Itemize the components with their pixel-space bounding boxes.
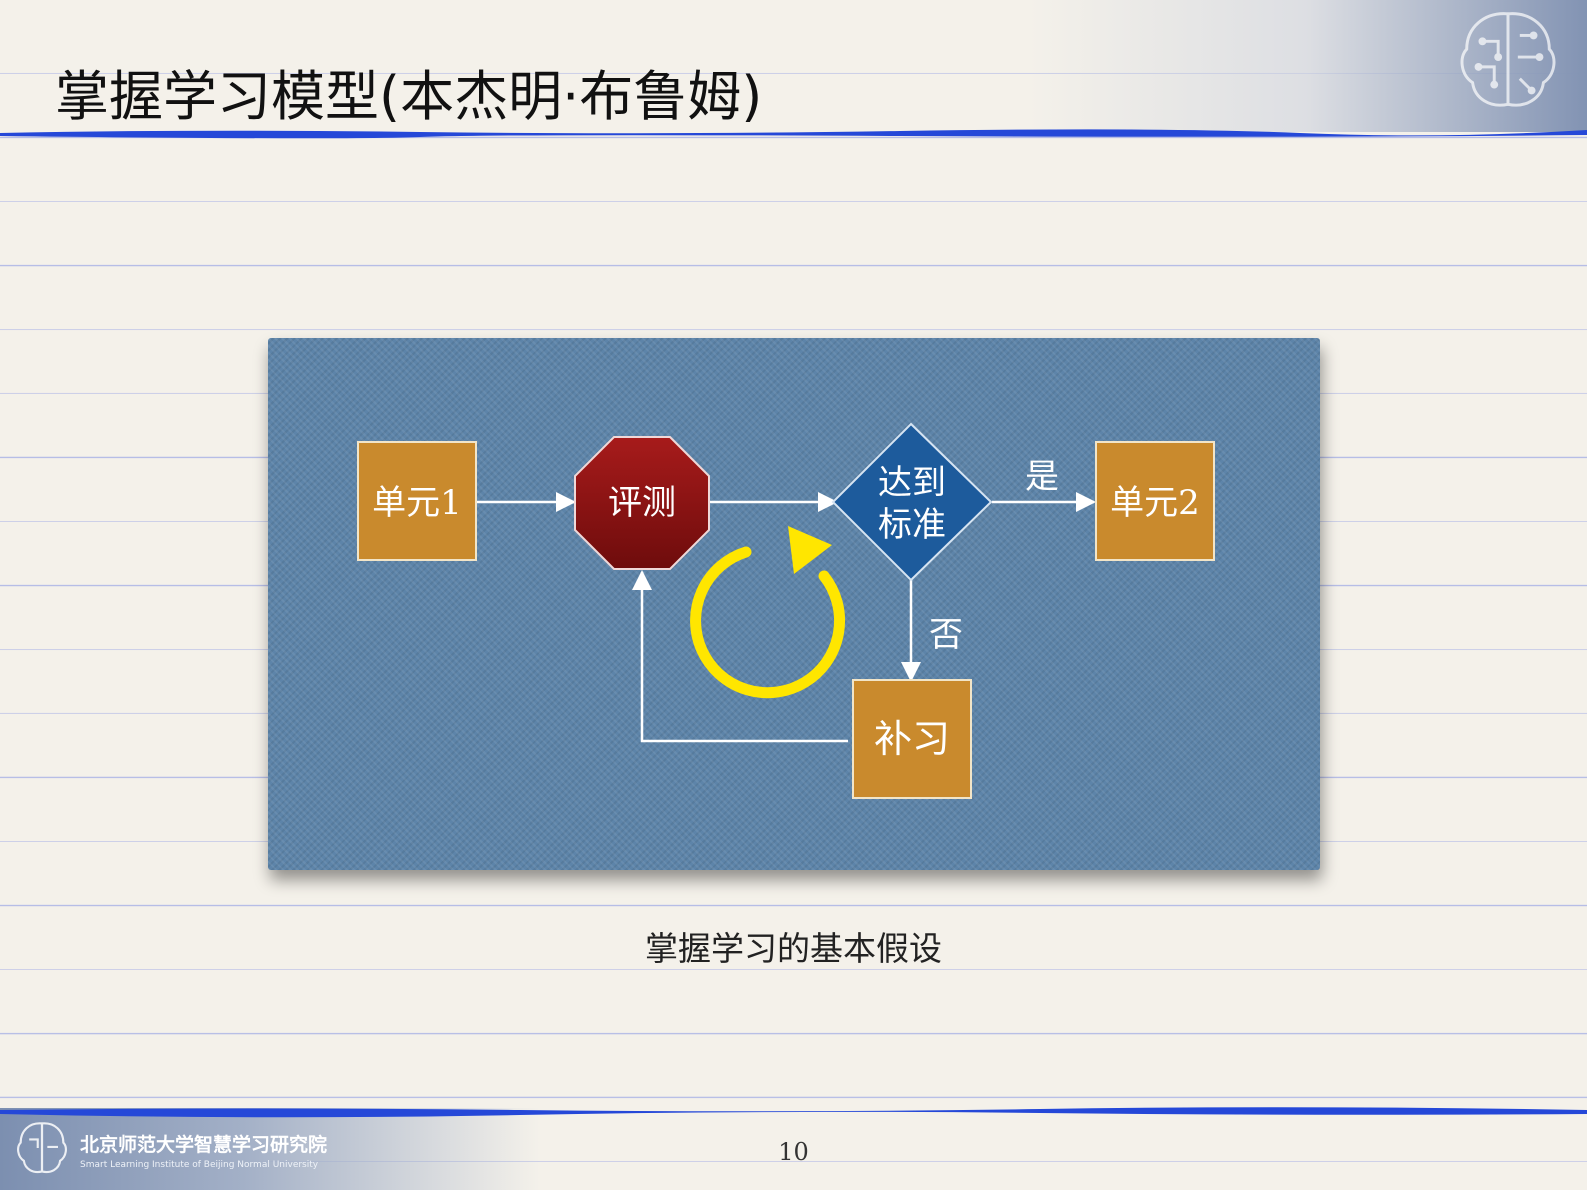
footer-brain-icon [17,1122,67,1174]
diagram-caption: 掌握学习的基本假设 [645,929,942,968]
edge-remedial-to-assess [632,570,848,743]
page-number: 10 [778,1138,809,1166]
node-standard-label-2: 标准 [878,505,946,545]
node-unit2: 单元2 [1095,441,1215,561]
mastery-learning-flowchart: 是 否 单元1 评测 达到 标准 单元2 补习 [357,422,1215,799]
cycle-arrow-icon [690,526,846,699]
node-remedial: 补习 [852,679,972,799]
brain-circuit-icon [1460,12,1556,107]
node-assess-label: 评测 [608,483,676,523]
edge-label-yes: 是 [1025,457,1059,497]
footer-org-name-en: Smart Learning Institute of Beijing Norm… [80,1160,319,1170]
footer-line [0,1107,1587,1118]
node-unit1: 单元1 [357,441,477,561]
title-underline [0,129,1587,139]
node-standard-label-1: 达到 [878,463,946,503]
node-standard: 达到 标准 [831,422,993,582]
edge-label-no: 否 [929,615,963,655]
footer-org-name: 北京师范大学智慧学习研究院 [80,1134,328,1156]
diagram-panel [268,338,1320,870]
slide-title: 掌握学习模型(本杰明·布鲁姆) [55,65,763,128]
node-remedial-label: 补习 [874,717,950,761]
node-unit2-label: 单元2 [1110,483,1200,523]
footer-gradient [0,1108,540,1190]
node-assess: 评测 [574,436,710,570]
node-unit1-label: 单元1 [372,483,462,523]
